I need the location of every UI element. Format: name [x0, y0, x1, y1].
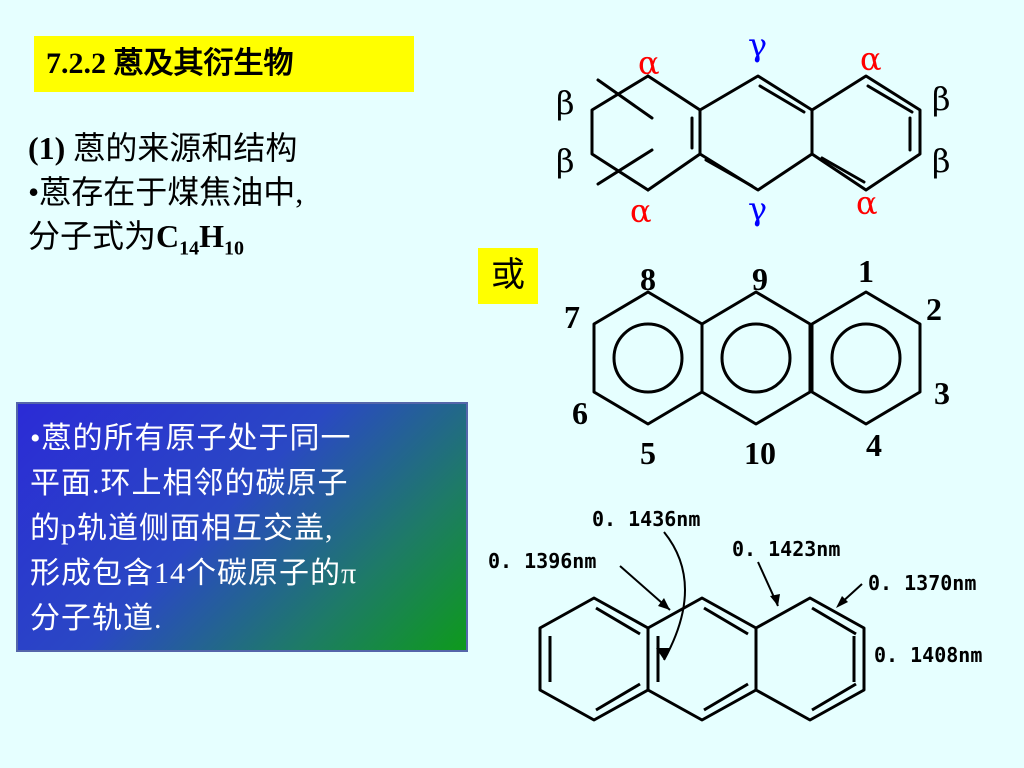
- numbered-left-aromatic-circle: [612, 322, 684, 394]
- arrow-1423-head: [770, 594, 780, 606]
- position-5: 5: [640, 435, 656, 471]
- or-label: 或: [491, 257, 525, 294]
- left-ring-cross-bottom: [596, 148, 654, 186]
- position-9: 9: [752, 261, 768, 297]
- note-line-1: •蒽的所有原子处于同一: [30, 422, 352, 455]
- left-ring-bond-top: [646, 74, 702, 112]
- subheading-text: 蒽的来源和结构: [65, 130, 298, 166]
- bond-right-double-bottom: [811, 682, 857, 712]
- beta-left-bottom: β: [556, 142, 575, 180]
- beta-left-top: β: [556, 84, 575, 122]
- note-line-4: 形成包含14个碳原子的π: [30, 557, 358, 590]
- slide-title-text: 7.2.2 蒽及其衍生物: [46, 47, 294, 80]
- position-numbers: 1 2 3 4 5 6 7 8 9 10: [564, 253, 950, 471]
- beta-right-bottom: β: [932, 142, 951, 180]
- formula-c-sub: 14: [179, 237, 200, 260]
- bond-label-1436: 0. 1436nm: [592, 507, 700, 531]
- right-ring: [810, 74, 922, 192]
- formula-c: C: [156, 218, 180, 254]
- alpha-top-right: α: [860, 40, 882, 78]
- arrow-1436: [663, 531, 686, 661]
- bond-right-double-top: [811, 606, 857, 636]
- bond-right-ring: [754, 596, 866, 722]
- gamma-bottom: γ: [748, 190, 767, 228]
- numbered-left-ring: [592, 290, 704, 426]
- note-line-2: 平面.环上相邻的碳原子: [30, 467, 349, 500]
- position-3: 3: [934, 375, 950, 411]
- left-ring-cross-top: [596, 78, 654, 120]
- middle-ring: [698, 74, 814, 192]
- alpha-bottom-right: α: [856, 184, 878, 222]
- beta-right-top: β: [932, 80, 951, 118]
- numbered-middle-aromatic-circle: [720, 322, 792, 394]
- left-ring-bond-bottom: [646, 152, 702, 192]
- position-2: 2: [926, 291, 942, 327]
- intro-text: (1) 蒽的来源和结构 •蒽存在于煤焦油中, 分子式为C14H10: [28, 126, 388, 270]
- note-line-3: 的p轨道侧面相互交盖,: [30, 512, 334, 545]
- left-ring-outer-bond: [590, 74, 650, 192]
- bond-middle-double-bottom: [703, 682, 749, 712]
- molecular-formula: 分子式为C14H10: [28, 214, 388, 270]
- formula-h: H: [199, 218, 225, 254]
- formula-h-sub: 10: [224, 237, 245, 260]
- middle-ring-double-top: [758, 84, 806, 114]
- numbered-right-ring: [810, 290, 922, 426]
- bullet-source: •蒽存在于煤焦油中,: [28, 174, 304, 210]
- bond-length-labels: 0. 1436nm 0. 1396nm 0. 1423nm 0. 1370nm …: [488, 507, 982, 667]
- bond-label-1370: 0. 1370nm: [868, 571, 976, 595]
- arrow-1396-head: [658, 598, 670, 610]
- slide-title: 7.2.2 蒽及其衍生物: [34, 36, 414, 92]
- position-7: 7: [564, 299, 580, 335]
- anthracene-bond-length-diagram: [538, 531, 866, 722]
- right-ring-double-top: [866, 84, 914, 114]
- bond-left-double-top: [595, 606, 641, 636]
- greek-labels: α γ α β β β β α γ α: [556, 26, 951, 230]
- or-label-box: 或: [478, 248, 538, 304]
- bond-left-double-bottom: [595, 682, 641, 712]
- alpha-top-left: α: [638, 44, 660, 82]
- right-ring-double-bottom: [820, 156, 866, 184]
- bond-label-1423: 0. 1423nm: [732, 537, 840, 561]
- alpha-bottom-left: α: [630, 192, 652, 230]
- subheading: (1) 蒽的来源和结构: [28, 126, 388, 170]
- anthracene-numbered-diagram: [592, 290, 922, 426]
- gamma-top: γ: [748, 26, 767, 64]
- position-4: 4: [866, 427, 882, 463]
- note-line-5: 分子轨道.: [30, 602, 163, 635]
- formula-prefix: 分子式为: [28, 218, 157, 254]
- bond-left-ring: [538, 596, 650, 722]
- numbered-right-aromatic-circle: [830, 322, 902, 394]
- anthracene-greek-diagram: [590, 74, 922, 192]
- position-6: 6: [572, 395, 588, 431]
- subheading-number: (1): [28, 130, 66, 166]
- bond-middle-double-top: [703, 606, 749, 636]
- position-8: 8: [640, 261, 656, 297]
- position-1: 1: [858, 253, 874, 289]
- arrow-1436-head: [656, 648, 670, 660]
- position-10: 10: [744, 435, 776, 471]
- bond-label-1396: 0. 1396nm: [488, 549, 596, 573]
- bond-label-1408: 0. 1408nm: [874, 643, 982, 667]
- arrow-1370-head: [836, 596, 848, 608]
- structure-note-box: •蒽的所有原子处于同一 平面.环上相邻的碳原子 的p轨道侧面相互交盖, 形成包含…: [16, 402, 468, 652]
- numbered-middle-ring: [700, 290, 812, 426]
- middle-ring-double-bottom: [704, 158, 754, 188]
